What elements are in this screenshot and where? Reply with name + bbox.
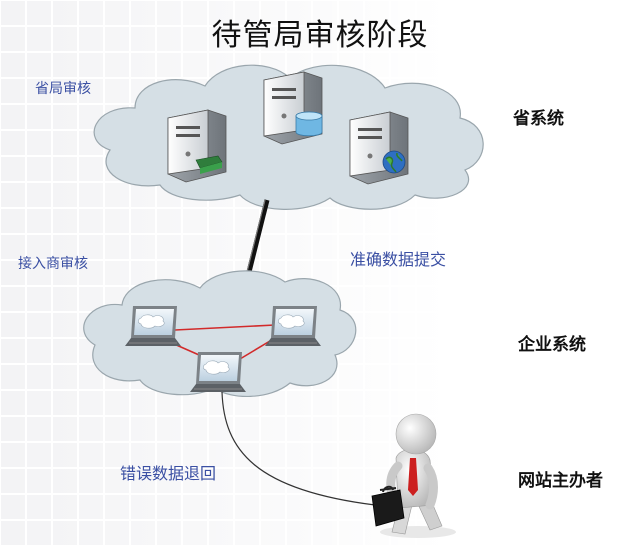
enterprise-system-label: 企业系统	[518, 335, 586, 355]
province-review-label: 省局审核	[35, 81, 91, 97]
website-owner-label: 网站主办者	[518, 471, 603, 491]
downlink-line	[221, 391, 376, 506]
enterprise-cloud	[83, 270, 357, 397]
error-return-label: 错误数据退回	[120, 464, 217, 483]
globe-icon	[382, 150, 406, 174]
page-title: 待管局审核阶段	[211, 18, 429, 53]
laptop-icon	[265, 306, 321, 346]
province-system-label: 省系统	[513, 109, 564, 129]
database-icon	[295, 111, 323, 137]
server-icon	[349, 111, 409, 185]
accurate-submit-label: 准确数据提交	[350, 250, 447, 269]
briefcase-icon	[371, 485, 405, 527]
isp-review-label: 接入商审核	[18, 256, 88, 272]
server-icon	[167, 109, 227, 183]
laptop-icon	[125, 306, 181, 346]
laptop-icon	[190, 352, 246, 392]
network-card-icon	[195, 155, 223, 174]
